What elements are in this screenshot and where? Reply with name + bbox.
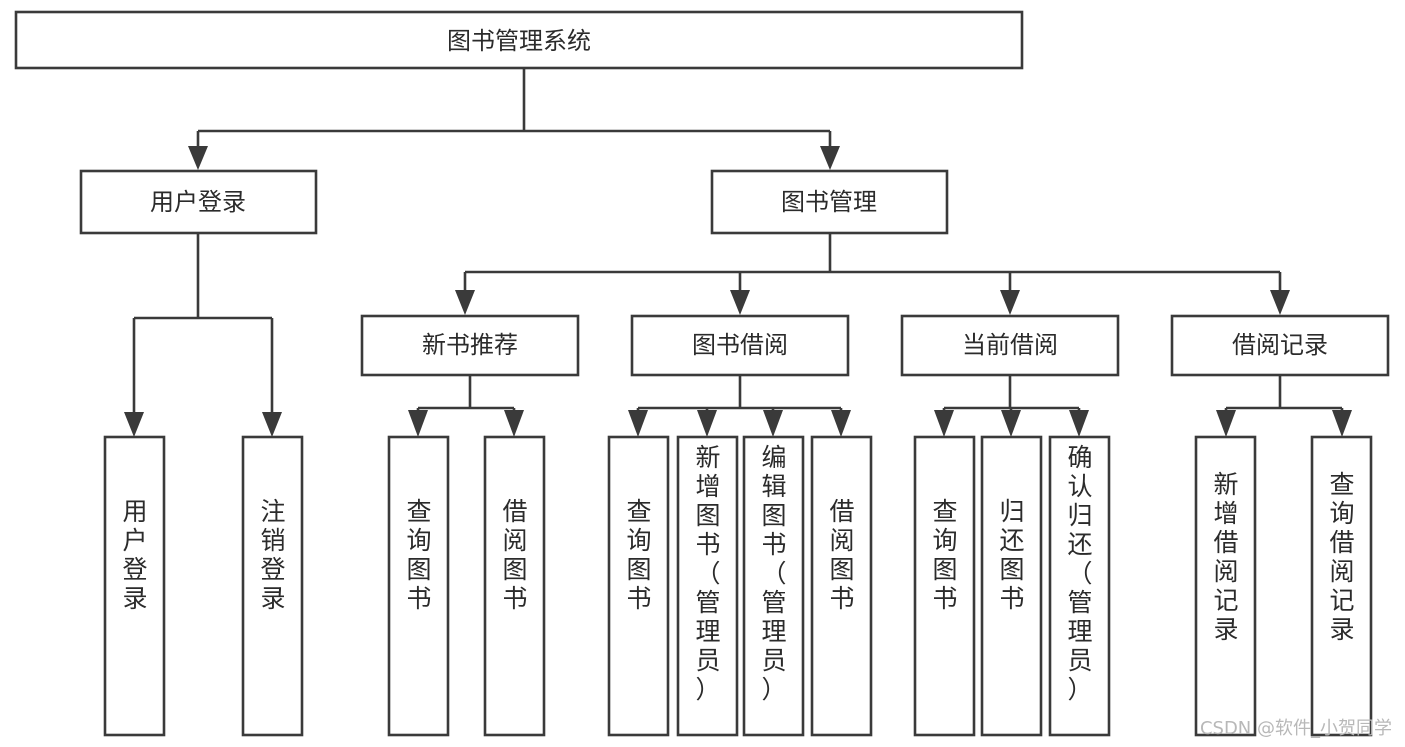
node-leaf-add-book-box[interactable] — [676, 435, 739, 737]
node-leaf-borrow-book-2[interactable]: 借阅图书 — [810, 435, 873, 737]
arrow-head-leaf-user-logout — [262, 412, 282, 437]
node-root-box[interactable] — [14, 10, 1024, 70]
node-book-management-box[interactable] — [710, 169, 949, 235]
node-leaf-borrow-book-1-label: 借阅图书 — [502, 497, 527, 613]
node-leaf-user-login-box[interactable] — [103, 435, 166, 737]
arrow-head-leaf-query-book-3 — [934, 410, 954, 437]
node-leaf-add-record-label: 新增借阅记录 — [1213, 470, 1238, 644]
arrow-head-leaf-query-book-2 — [628, 410, 648, 437]
arrow-head-leaf-query-book-1 — [408, 410, 428, 437]
node-leaf-confirm-return-box[interactable] — [1048, 435, 1111, 737]
node-leaf-query-book-2-box[interactable] — [607, 435, 670, 737]
node-current-borrow[interactable]: 当前借阅 — [900, 314, 1120, 377]
node-book-borrow-box[interactable] — [630, 314, 850, 377]
node-root-label: 图书管理系统 — [447, 27, 591, 55]
node-leaf-query-record[interactable]: 查询借阅记录 — [1310, 435, 1373, 737]
node-borrow-record-box[interactable] — [1170, 314, 1390, 377]
node-leaf-add-book-label: 新增图书（管理员） — [695, 443, 720, 704]
node-leaf-user-login[interactable]: 用户登录 — [103, 435, 166, 737]
node-leaf-add-record-box[interactable] — [1194, 435, 1257, 737]
node-leaf-query-book-3[interactable]: 查询图书 — [913, 435, 976, 737]
node-new-book-recommend-label: 新书推荐 — [422, 331, 518, 359]
node-leaf-add-record[interactable]: 新增借阅记录 — [1194, 435, 1257, 737]
arrow-head-leaf-borrow-book-1 — [504, 410, 524, 437]
node-current-borrow-box[interactable] — [900, 314, 1120, 377]
node-leaf-query-book-3-label: 查询图书 — [932, 497, 957, 613]
node-leaf-return-book-box[interactable] — [980, 435, 1043, 737]
arrow-head-leaf-return-book — [1001, 410, 1021, 437]
node-new-book-recommend[interactable]: 新书推荐 — [360, 314, 580, 377]
arrow-head-leaf-confirm-return — [1069, 410, 1089, 437]
node-leaf-borrow-book-2-box[interactable] — [810, 435, 873, 737]
node-current-borrow-label: 当前借阅 — [962, 331, 1058, 359]
arrow-head-leaf-add-book — [697, 410, 717, 437]
arrow-head-leaf-edit-book — [763, 410, 783, 437]
node-leaf-confirm-return-label: 确认归还（管理员） — [1067, 443, 1092, 704]
node-leaf-return-book-label: 归还图书 — [999, 497, 1024, 613]
arrow-head-current-borrow — [1000, 290, 1020, 315]
arrow-head-book-borrow — [730, 290, 750, 315]
node-book-borrow[interactable]: 图书借阅 — [630, 314, 850, 377]
node-leaf-edit-book[interactable]: 编辑图书（管理员） — [742, 435, 805, 737]
node-leaf-user-logout-box[interactable] — [241, 435, 304, 737]
node-leaf-edit-book-box[interactable] — [742, 435, 805, 737]
node-leaf-query-record-box[interactable] — [1310, 435, 1373, 737]
node-leaf-query-record-label: 查询借阅记录 — [1329, 470, 1354, 644]
node-leaf-query-book-1-box[interactable] — [387, 435, 450, 737]
node-leaf-query-book-1[interactable]: 查询图书 — [387, 435, 450, 737]
node-book-borrow-label: 图书借阅 — [692, 331, 788, 359]
node-leaf-query-book-3-box[interactable] — [913, 435, 976, 737]
node-borrow-record-label: 借阅记录 — [1232, 331, 1328, 359]
node-leaf-borrow-book-2-label: 借阅图书 — [829, 497, 854, 613]
arrow-head-leaf-query-record — [1332, 410, 1352, 437]
node-leaf-user-login-label: 用户登录 — [122, 497, 147, 613]
arrow-head-leaf-user-login — [124, 412, 144, 437]
node-borrow-record[interactable]: 借阅记录 — [1170, 314, 1390, 377]
arrow-head-book-management — [820, 146, 840, 170]
node-new-book-recommend-box[interactable] — [360, 314, 580, 377]
node-book-management-label: 图书管理 — [781, 188, 877, 216]
node-user-login-label: 用户登录 — [150, 188, 246, 216]
arrow-head-leaf-add-record — [1216, 410, 1236, 437]
node-leaf-borrow-book-1[interactable]: 借阅图书 — [483, 435, 546, 737]
node-leaf-borrow-book-1-box[interactable] — [483, 435, 546, 737]
node-root[interactable]: 图书管理系统 — [14, 10, 1024, 70]
node-user-login[interactable]: 用户登录 — [79, 169, 318, 235]
node-leaf-query-book-2-label: 查询图书 — [626, 497, 651, 613]
arrow-head-user-login — [188, 146, 208, 170]
node-book-management[interactable]: 图书管理 — [710, 169, 949, 235]
node-leaf-confirm-return[interactable]: 确认归还（管理员） — [1048, 435, 1111, 737]
node-leaf-query-book-1-label: 查询图书 — [406, 497, 431, 613]
arrow-head-new-book-recommend — [455, 290, 475, 315]
node-user-login-box[interactable] — [79, 169, 318, 235]
node-leaf-user-logout[interactable]: 注销登录 — [241, 435, 304, 737]
node-leaf-edit-book-label: 编辑图书（管理员） — [761, 443, 786, 704]
arrow-head-leaf-borrow-book-2 — [831, 410, 851, 437]
node-leaf-return-book[interactable]: 归还图书 — [980, 435, 1043, 737]
node-leaf-user-logout-label: 注销登录 — [260, 497, 285, 613]
connector-layer — [124, 68, 1352, 437]
arrow-head-borrow-record — [1270, 290, 1290, 315]
csdn-watermark: CSDN @软件_小贺同学 — [1200, 718, 1392, 739]
node-leaf-query-book-2[interactable]: 查询图书 — [607, 435, 670, 737]
node-leaf-add-book[interactable]: 新增图书（管理员） — [676, 435, 739, 737]
